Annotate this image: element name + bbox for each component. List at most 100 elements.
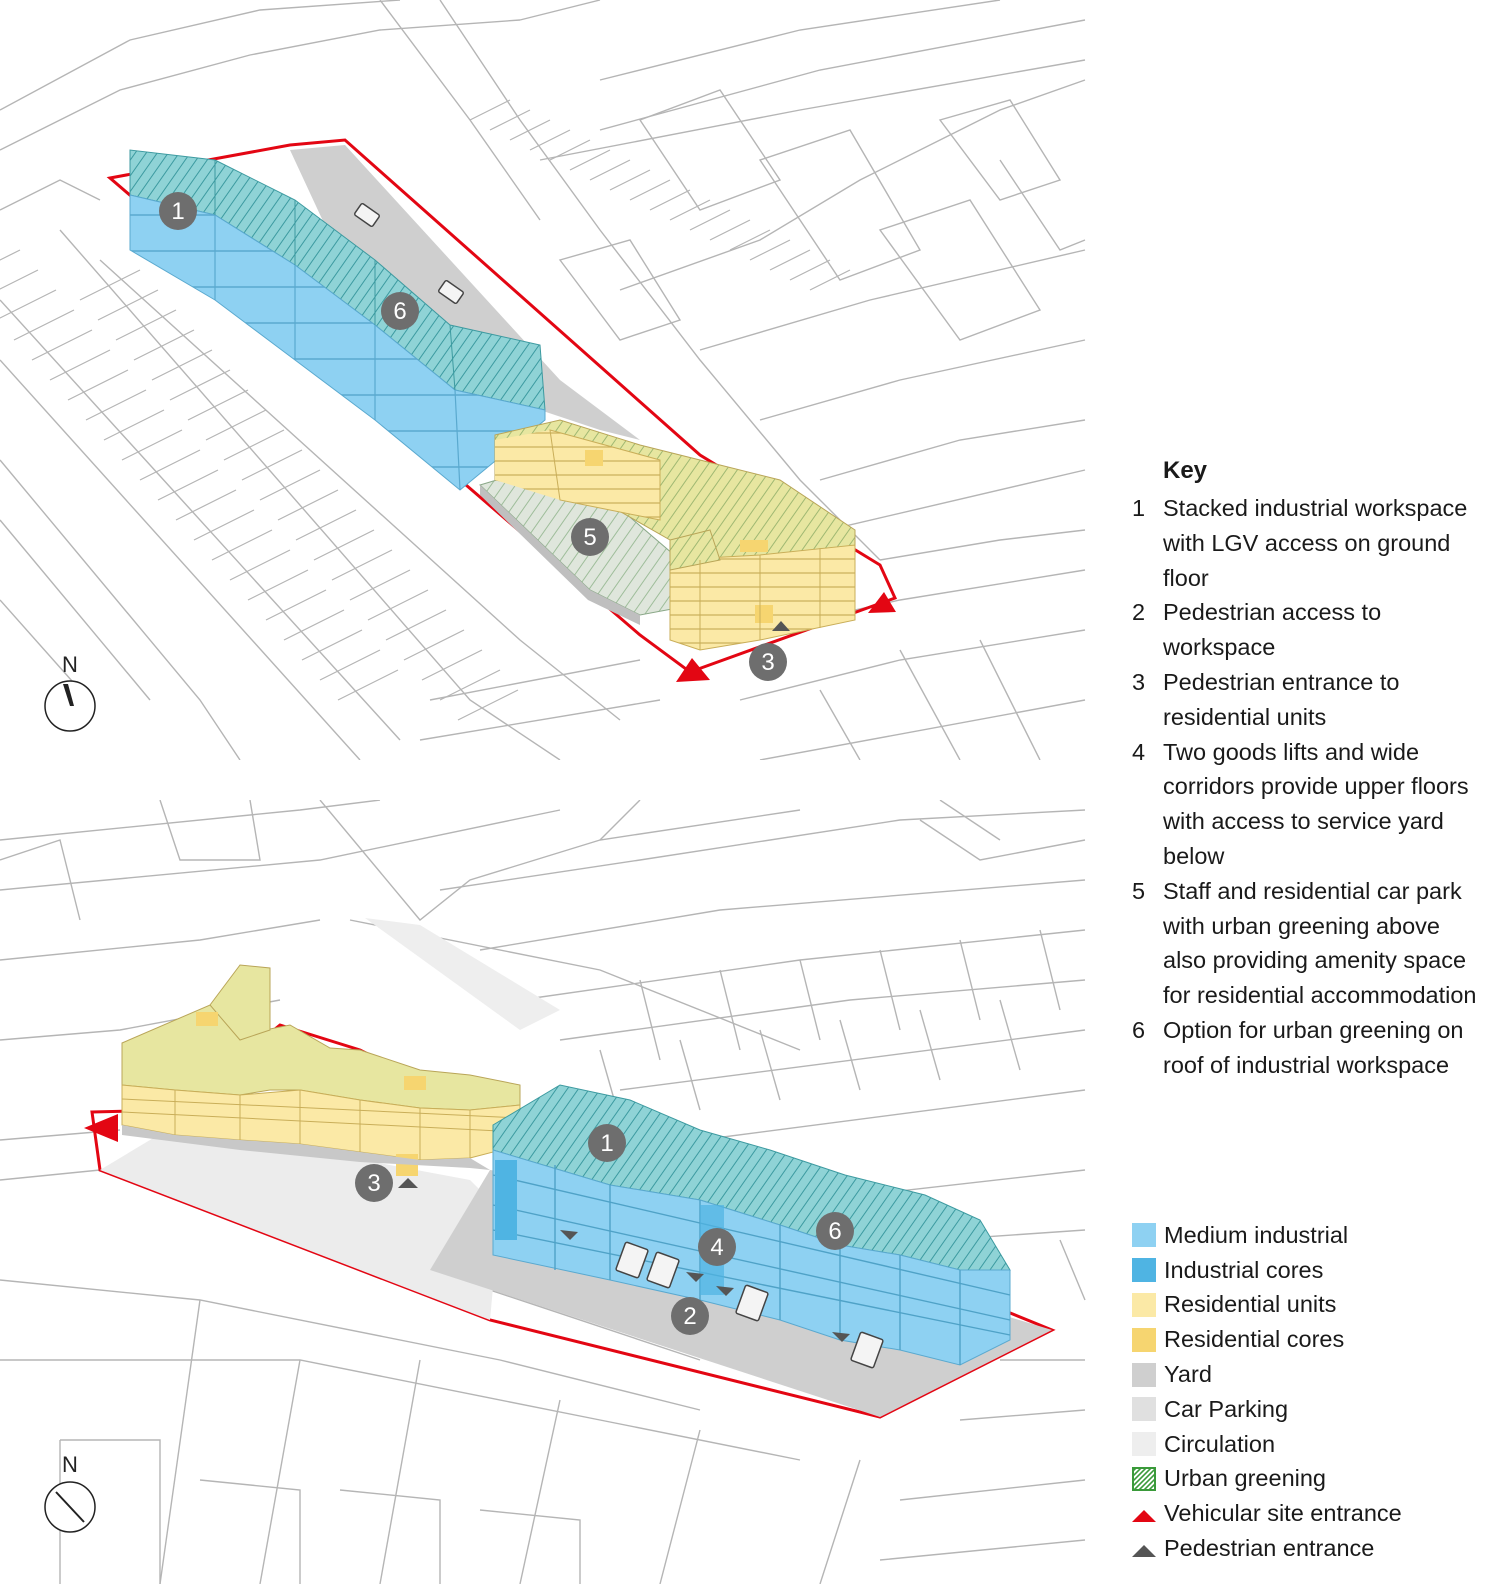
marker-1: 1: [159, 192, 197, 230]
legend-item-industrial-cores: Industrial cores: [1132, 1253, 1492, 1288]
key-item-text: Two goods lifts and wide corridors provi…: [1163, 738, 1469, 869]
site-boundary: [106, 138, 898, 674]
car-park-base: [480, 485, 640, 625]
residential-block: [494, 419, 856, 651]
legend-item-yard: Yard: [1132, 1357, 1492, 1392]
key-item-6: 6 Option for urban greening on roof of in…: [1128, 1013, 1488, 1083]
marker-5: 5: [571, 518, 609, 556]
map-linework: [0, 800, 1086, 1584]
legend-item-pedestrian-entrance: Pedestrian entrance: [1132, 1531, 1492, 1566]
svg-text:N: N: [62, 652, 78, 677]
svg-text:3: 3: [367, 1170, 380, 1197]
pedestrian-entrance-icon: [560, 1230, 578, 1240]
residential-block: [121, 964, 521, 1176]
svg-text:4: 4: [710, 1234, 723, 1261]
key-item-5: 5 Staff and residential car park with urb…: [1128, 874, 1488, 1013]
svg-text:1: 1: [171, 198, 184, 225]
pedestrian-entrance-icon: [772, 621, 790, 631]
pedestrian-entrance-icon: [686, 1272, 704, 1282]
yard-area: [290, 145, 640, 470]
legend-label: Car Parking: [1164, 1395, 1289, 1422]
marker-3: 3: [749, 643, 787, 681]
legend-label: Circulation: [1164, 1430, 1276, 1457]
key-item-text: Pedestrian entrance to residential units: [1163, 668, 1400, 730]
marker-6: 6: [381, 292, 419, 330]
svg-text:1: 1: [600, 1130, 613, 1157]
key-item-text: Stacked industrial workspace with LGV ac…: [1163, 495, 1468, 591]
legend-label: Vehicular site entrance: [1164, 1500, 1402, 1527]
key-item-number: 2: [1132, 599, 1146, 626]
legend-item-vehicular-site-entrance: Vehicular site entrance: [1132, 1496, 1492, 1531]
legend-swatch-square-icon: [1132, 1223, 1156, 1248]
truck-icon: [438, 279, 464, 305]
legend-swatch-triangle-icon: [1132, 1502, 1156, 1526]
svg-text:N: N: [62, 1452, 78, 1477]
key-item-text: Option for urban greening on roof of ind…: [1163, 1016, 1464, 1078]
svg-text:6: 6: [393, 298, 406, 325]
legend-label: Residential units: [1164, 1291, 1337, 1318]
key-item-text: Staff and residential car park with urba…: [1163, 877, 1477, 1009]
key-item-text: Pedestrian access to workspace: [1163, 599, 1382, 661]
truck-icon: [354, 202, 380, 228]
truck-icon: [735, 1284, 769, 1322]
industrial-block: [129, 149, 546, 491]
legend-swatch-triangle-icon: [1132, 1537, 1156, 1561]
svg-text:3: 3: [761, 649, 774, 676]
key-item-4: 4 Two goods lifts and wide corridors prov…: [1128, 735, 1488, 874]
truck-icon: [615, 1241, 649, 1279]
pedestrian-entrance-icon: [398, 1178, 418, 1188]
marker-4: 4: [698, 1228, 736, 1266]
legend-label: Pedestrian entrance: [1164, 1535, 1375, 1562]
pedestrian-entrance-icon: [716, 1286, 734, 1296]
north-arrow: N: [44, 1452, 96, 1533]
key-title: Key: [1163, 457, 1208, 484]
key-item-1: 1 Stacked industrial workspace with LGV a…: [1128, 491, 1488, 595]
bottom-diagram-svg: 1 6 4 2 3 N: [0, 800, 1086, 1584]
legend-item-medium-industrial: Medium industrial: [1132, 1218, 1492, 1253]
marker-3: 3: [355, 1164, 393, 1202]
legend-swatch-square-icon: [1132, 1362, 1156, 1387]
pedestrian-entrance-icon: [832, 1332, 850, 1342]
legend-item-urban-greening: Urban greening: [1132, 1462, 1492, 1497]
legend-item-car-parking: Car Parking: [1132, 1392, 1492, 1427]
legend-swatch-hatch-icon: [1132, 1466, 1156, 1491]
key-list: 1 Stacked industrial workspace with LGV a…: [1128, 491, 1488, 1083]
legend-swatch-square-icon: [1132, 1327, 1156, 1352]
vehicular-entrance-icon: [84, 1114, 118, 1142]
truck-icon: [646, 1251, 680, 1289]
key-panel: Key 1 Stacked industrial workspace with L…: [1128, 455, 1488, 1083]
legend-label: Industrial cores: [1164, 1256, 1324, 1283]
svg-text:5: 5: [583, 524, 596, 551]
key-item-2: 2 Pedestrian access to workspace: [1128, 595, 1488, 665]
map-terrace-lines: [0, 99, 851, 721]
legend-label: Medium industrial: [1164, 1221, 1349, 1248]
marker-2: 2: [671, 1297, 709, 1335]
svg-text:2: 2: [683, 1303, 696, 1330]
legend-swatch-square-icon: [1132, 1397, 1156, 1422]
vehicular-entrance-icon: [868, 592, 896, 613]
map-linework: [0, 0, 1086, 760]
legend-item-residential-cores: Residential cores: [1132, 1322, 1492, 1357]
key-item-number: 3: [1132, 668, 1146, 695]
legend-label: Residential cores: [1164, 1326, 1345, 1353]
truck-icon: [850, 1331, 884, 1369]
bottom-axonometric-diagram: 1 6 4 2 3 N: [0, 800, 1090, 1584]
legend-item-circulation: Circulation: [1132, 1427, 1492, 1462]
key-item-number: 4: [1132, 738, 1146, 765]
top-diagram-svg: 1 6 5 3 N: [0, 0, 1086, 760]
key-item-number: 1: [1132, 495, 1146, 521]
vehicular-entrance-icon: [676, 658, 710, 682]
legend-swatch-square-icon: [1132, 1432, 1156, 1457]
key-item-number: 6: [1132, 1016, 1146, 1043]
circulation-area: [365, 918, 560, 1030]
legend-swatch-square-icon: [1132, 1292, 1156, 1317]
north-arrow: N: [44, 652, 96, 732]
top-axonometric-diagram: 1 6 5 3 N: [0, 0, 1090, 760]
marker-6: 6: [816, 1212, 854, 1250]
key-item-number: 5: [1132, 877, 1146, 904]
legend-swatch-square-icon: [1132, 1258, 1156, 1283]
key-item-3: 3 Pedestrian entrance to residential unit…: [1128, 665, 1488, 735]
svg-text:6: 6: [828, 1218, 841, 1245]
marker-1: 1: [588, 1124, 626, 1162]
